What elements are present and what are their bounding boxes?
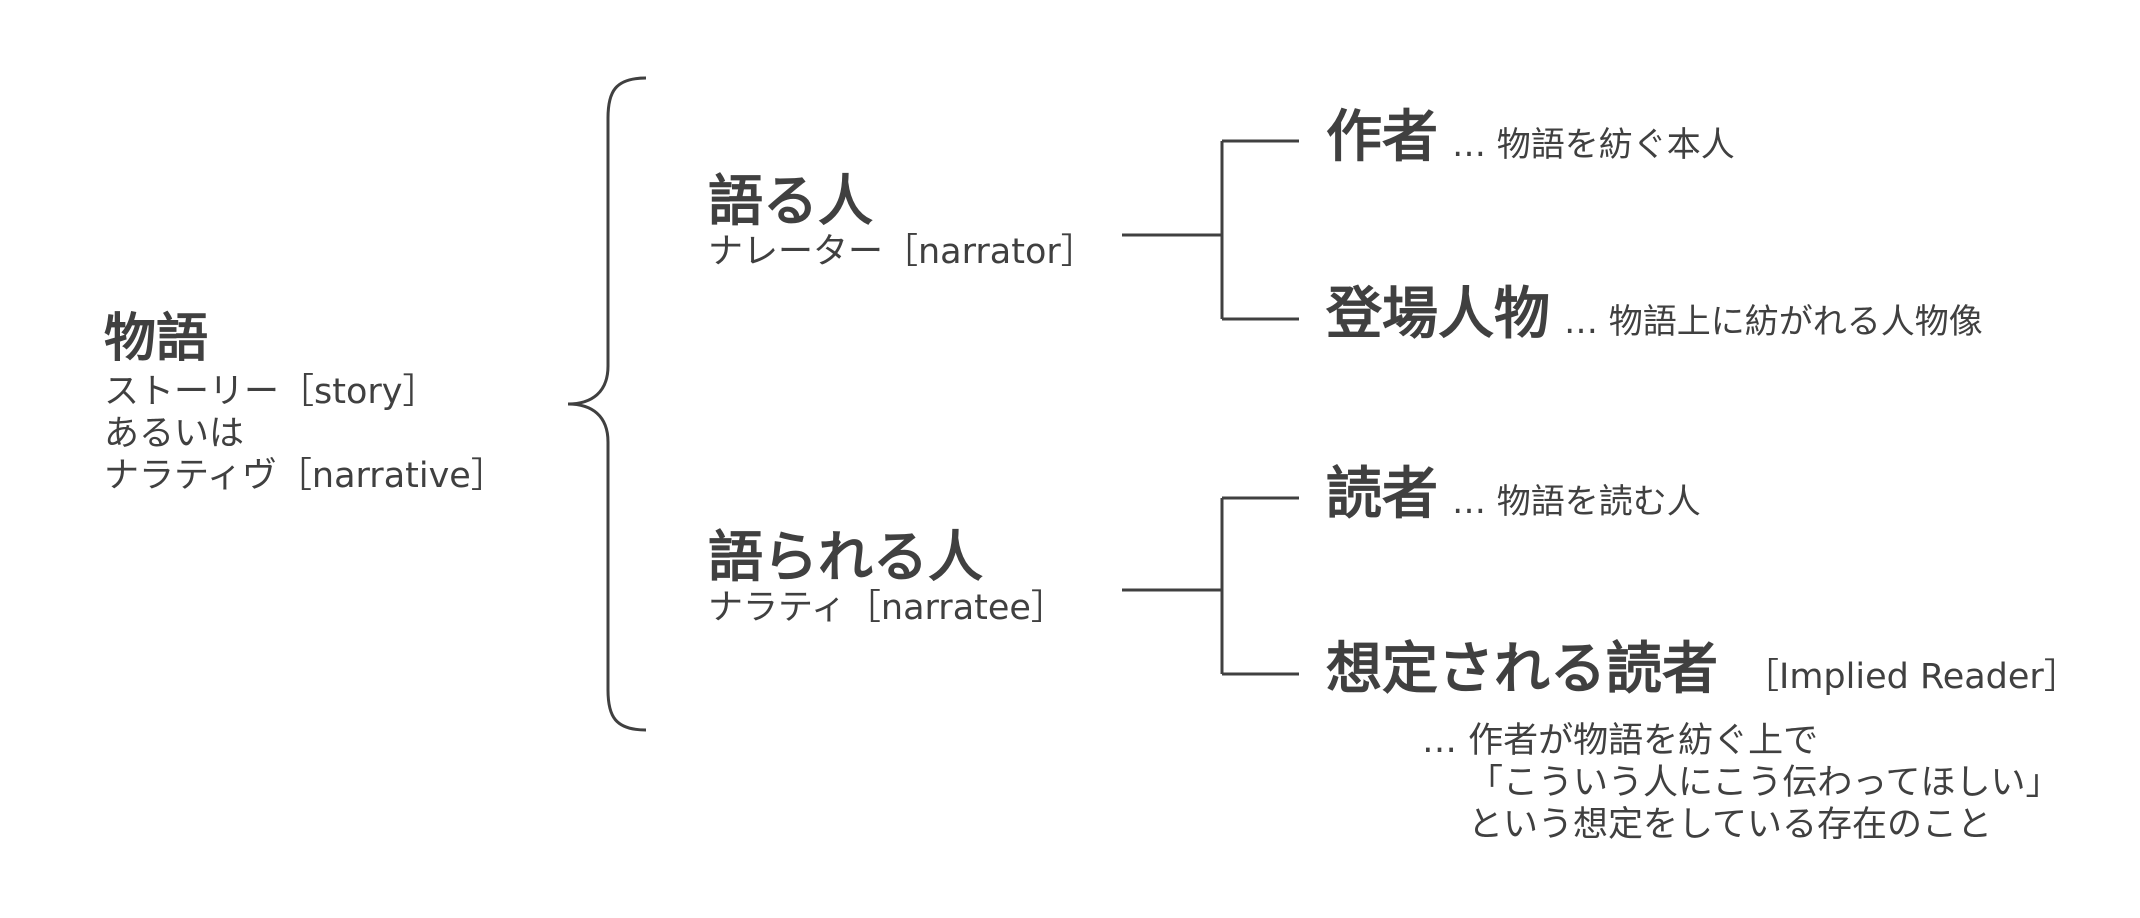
told-branch (1122, 496, 1299, 676)
root-line-narrative: ナラティヴ［narrative］ (104, 456, 506, 496)
implied-reader-node: 想定される読者 ［Implied Reader］ (1326, 642, 2079, 699)
reader-desc: … 物語を読む人 (1452, 482, 1701, 522)
reader-node: 読者 … 物語を読む人 (1326, 467, 1701, 523)
root-title: 物語 (104, 309, 209, 369)
character-node: 登場人物 … 物語上に紡がれる人物像 (1326, 287, 1983, 343)
character-desc: … 物語上に紡がれる人物像 (1564, 302, 1983, 342)
author-desc: … 物語を紡ぐ本人 (1452, 125, 1735, 165)
implied-desc-line-2: 「こういう人にこう伝わってほしい」 (1468, 763, 2061, 803)
author-node: 作者 … 物語を紡ぐ本人 (1326, 110, 1735, 166)
implied-desc-line-1: … 作者が物語を紡ぐ上で (1422, 721, 1819, 761)
teller-title: 語る人 (708, 169, 874, 233)
implied-english: ［Implied Reader］ (1744, 657, 2079, 697)
implied-description: … 作者が物語を紡ぐ上で 「こういう人にこう伝わってほしい」 という想定をしてい… (1422, 720, 2061, 846)
told-sub: ナラティ［narratee］ (708, 588, 1066, 628)
author-title: 作者 (1326, 105, 1438, 170)
root-node: 物語 ストーリー［story］ あるいは ナラティヴ［narrative］ (104, 313, 506, 497)
curly-brace (567, 76, 647, 732)
teller-node: 語る人 ナレーター［narrator］ (708, 174, 1096, 273)
character-title: 登場人物 (1326, 282, 1550, 347)
implied-title: 想定される読者 (1326, 637, 1718, 702)
reader-title: 読者 (1326, 462, 1438, 527)
told-title: 語られる人 (708, 525, 984, 589)
root-line-or: あるいは (104, 414, 245, 454)
teller-branch (1122, 139, 1299, 321)
implied-desc-line-3: という想定をしている存在のこと (1468, 805, 1992, 845)
root-line-story: ストーリー［story］ (104, 372, 438, 412)
told-node: 語られる人 ナラティ［narratee］ (708, 530, 1066, 629)
teller-sub: ナレーター［narrator］ (708, 232, 1096, 272)
